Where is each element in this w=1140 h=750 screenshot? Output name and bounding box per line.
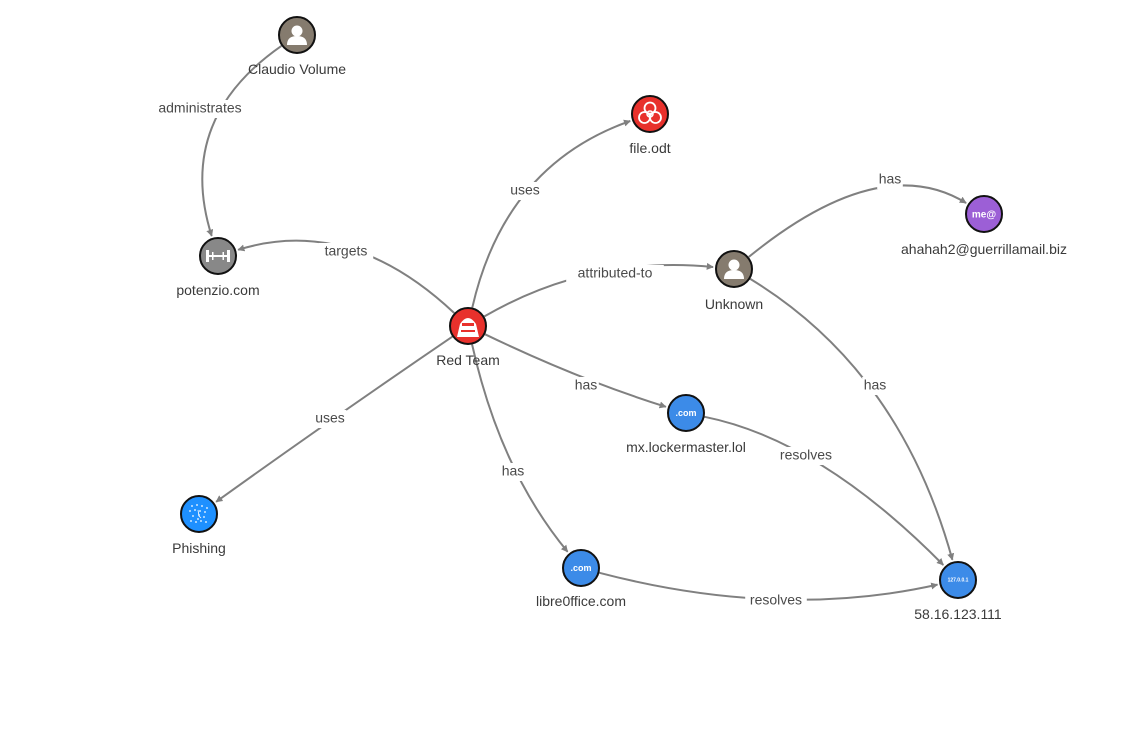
svg-text:127.0.0.1: 127.0.0.1: [948, 578, 969, 584]
hooded-figure-icon: [457, 318, 479, 337]
edge-label-background: [573, 377, 599, 395]
node-unknown[interactable]: Unknown: [705, 250, 763, 312]
edge-label-background: [862, 377, 888, 395]
edge-unknown-email[interactable]: has: [748, 171, 967, 258]
edge-label: uses: [510, 182, 540, 198]
edge-label: has: [864, 377, 887, 393]
node-mx[interactable]: .com mx.lockermaster.lol: [626, 394, 746, 455]
node-label: Red Team: [436, 352, 500, 368]
edge-label: targets: [325, 243, 368, 259]
person-icon: [287, 25, 307, 45]
edge-redteam-libre[interactable]: has: [471, 344, 569, 553]
node-email[interactable]: me@ ahahah2@guerrillamail.biz: [901, 195, 1067, 257]
edge-label-background: [318, 243, 374, 261]
edge-claudio-potenzio[interactable]: administrates: [151, 45, 282, 237]
node-circle[interactable]: [939, 561, 977, 599]
attack-pattern-icon: [189, 504, 208, 523]
edge-label-background: [877, 171, 903, 189]
edge-line[interactable]: [471, 344, 569, 553]
person-icon: [724, 259, 744, 279]
edge-label-background: [566, 265, 664, 283]
edge-label: attributed-to: [578, 265, 653, 281]
email-icon: me@: [972, 209, 996, 220]
node-label: file.odt: [629, 140, 670, 156]
edge-label: has: [575, 377, 598, 393]
edge-label: resolves: [750, 592, 802, 608]
node-label: 58.16.123.111: [914, 606, 1002, 622]
edge-redteam-file[interactable]: uses: [471, 119, 631, 308]
node-circle[interactable]: [667, 394, 705, 432]
infrastructure-icon: [206, 250, 230, 262]
edge-label-background: [500, 463, 526, 481]
edge-redteam-mx[interactable]: has: [484, 333, 667, 409]
edge-mx-ip[interactable]: resolves: [704, 415, 945, 566]
ip-address-icon: 127.0.0.1: [948, 578, 969, 584]
node-label: potenzio.com: [176, 282, 259, 298]
edges-layer: administrates targets uses attributed-to has…: [151, 45, 967, 610]
domain-icon: .com: [570, 563, 591, 573]
edge-label: uses: [315, 410, 345, 426]
edge-unknown-ip[interactable]: has: [749, 278, 955, 561]
edge-label-background: [745, 592, 807, 610]
edge-line[interactable]: [484, 333, 667, 409]
node-circle[interactable]: [562, 549, 600, 587]
edge-line[interactable]: [201, 45, 282, 237]
node-phishing[interactable]: Phishing: [172, 495, 226, 556]
node-potenzio[interactable]: potenzio.com: [176, 237, 260, 298]
edge-label-background: [508, 182, 542, 200]
node-label: Unknown: [705, 296, 763, 312]
edge-label: has: [502, 463, 525, 479]
edge-libre-ip[interactable]: resolves: [599, 571, 939, 610]
edge-redteam-phishing[interactable]: uses: [215, 335, 453, 503]
node-label: libre0ffice.com: [536, 593, 626, 609]
svg-text:.com: .com: [570, 563, 591, 573]
node-label: Phishing: [172, 540, 226, 556]
node-label: ahahah2@guerrillamail.biz: [901, 241, 1067, 257]
node-label: mx.lockermaster.lol: [626, 439, 746, 455]
node-redteam[interactable]: Red Team: [436, 307, 500, 368]
node-claudio[interactable]: Claudio Volume: [248, 16, 346, 77]
edge-redteam-potenzio[interactable]: targets: [237, 239, 455, 314]
edge-label: has: [879, 171, 902, 187]
node-label: Claudio Volume: [248, 61, 346, 77]
domain-icon: .com: [675, 408, 696, 418]
svg-text:me@: me@: [972, 209, 996, 220]
node-ip[interactable]: 127.0.0.1 58.16.123.111: [914, 561, 1002, 622]
edge-redteam-unknown[interactable]: attributed-to: [483, 262, 714, 318]
svg-text:.com: .com: [675, 408, 696, 418]
edge-line[interactable]: [748, 184, 967, 258]
edge-label: administrates: [158, 100, 241, 116]
biohazard-icon: [638, 101, 662, 124]
edge-label-background: [313, 410, 347, 428]
edge-line[interactable]: [749, 278, 955, 561]
edge-label-background: [151, 100, 249, 118]
node-libre[interactable]: .com libre0ffice.com: [536, 549, 626, 609]
edge-label: resolves: [780, 447, 832, 463]
node-circle[interactable]: [965, 195, 1003, 233]
node-file[interactable]: file.odt: [629, 95, 671, 156]
edge-label-background: [775, 447, 837, 465]
edge-line[interactable]: [704, 415, 945, 566]
